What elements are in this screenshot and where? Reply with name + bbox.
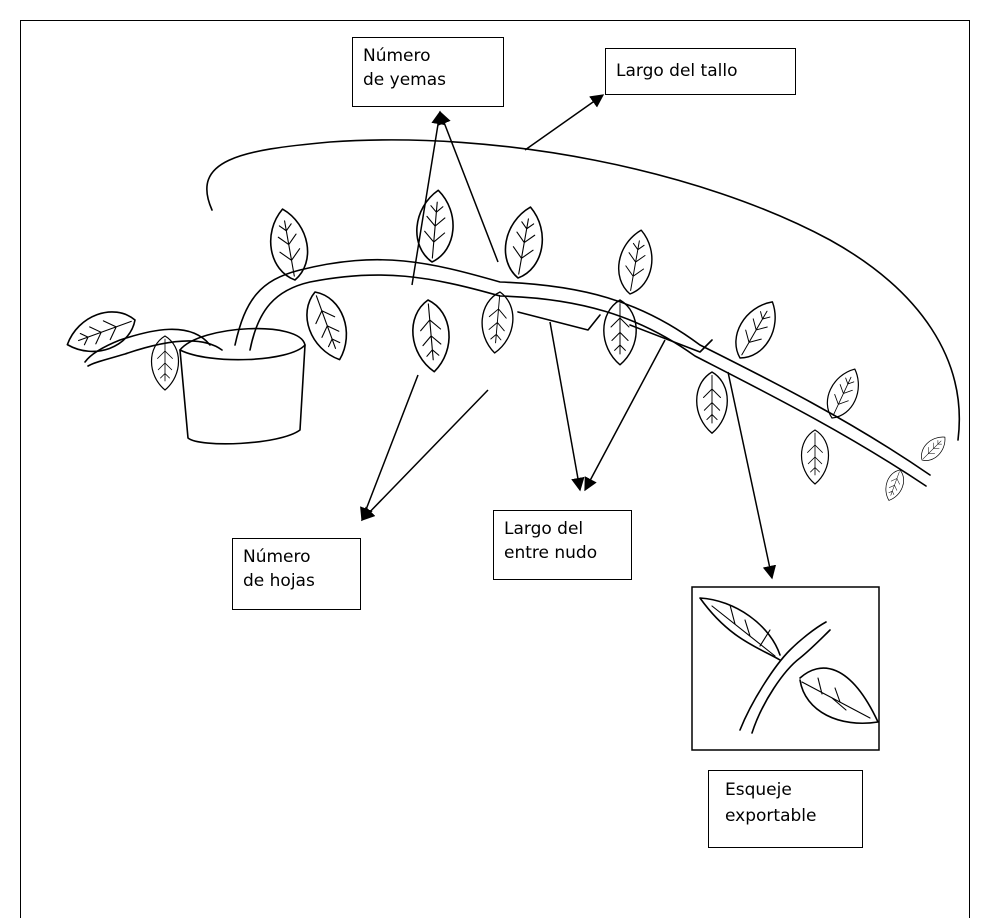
numero-hojas-line1: Número <box>243 547 311 567</box>
esqueje-exportable-line1: Esqueje <box>725 780 792 800</box>
largo-entre-nudo-line1: Largo del <box>504 519 584 539</box>
numero-hojas-line2: de hojas <box>243 571 315 591</box>
numero-yemas-line1: Número <box>363 46 431 66</box>
esqueje-exportable-label: Esqueje exportable <box>708 770 863 848</box>
annotation-arrows <box>360 94 777 580</box>
numero-hojas-label: Número de hojas <box>232 538 361 610</box>
diagram-frame <box>20 20 970 918</box>
largo-entre-nudo-label: Largo del entre nudo <box>493 510 632 580</box>
esqueje-exportable-line2: exportable <box>725 806 817 826</box>
largo-entre-nudo-line2: entre nudo <box>504 543 598 563</box>
pot-icon <box>179 327 306 445</box>
largo-tallo-label: Largo del tallo <box>605 48 796 95</box>
plant-illustration <box>60 187 951 504</box>
numero-yemas-line2: de yemas <box>363 70 447 90</box>
cutting-illustration <box>699 597 879 734</box>
cutting-box <box>691 586 880 751</box>
largo-tallo-text: Largo del tallo <box>616 61 738 81</box>
numero-yemas-label: Número de yemas <box>352 37 504 107</box>
stem-length-bracket <box>206 139 960 441</box>
